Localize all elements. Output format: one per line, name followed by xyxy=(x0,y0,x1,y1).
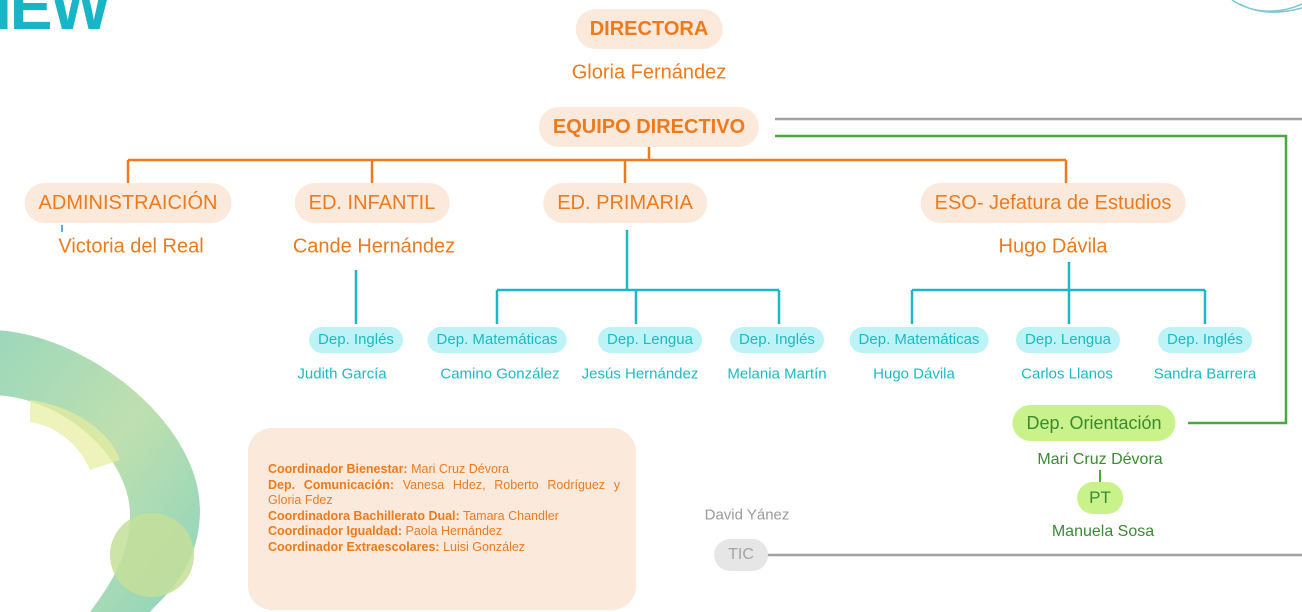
pt-pill: PT xyxy=(1077,482,1123,514)
tic-pill: TIC xyxy=(714,539,768,571)
decorative-book-outline xyxy=(1231,0,1302,13)
eso-dep-lengua-name: Carlos Llanos xyxy=(1021,365,1113,383)
area-infantil-pill: ED. INFANTIL xyxy=(294,183,450,223)
eso-dep-ingles-name: Sandra Barrera xyxy=(1153,365,1257,383)
eso-dep-matematicas-pill: Dep. Matemáticas xyxy=(849,327,989,353)
coordinator-line: Coordinador Bienestar: Mari Cruz Dévora xyxy=(268,462,620,478)
coordinator-names: Mari Cruz Dévora xyxy=(407,462,510,476)
coordinator-names: Tamara Chandler xyxy=(459,508,559,523)
coordinator-role: Coordinador Bienestar: xyxy=(268,462,408,476)
primaria-dep-ingles-name: Melania Martín xyxy=(727,365,827,383)
eso-dep-matematicas-name: Hugo Dávila xyxy=(873,365,955,383)
coordinator-role: Coordinador Extraescolares: xyxy=(268,539,440,554)
coordinator-line: Coordinadora Bachillerato Dual: Tamara C… xyxy=(268,509,620,525)
equipo-directivo-pill: EQUIPO DIRECTIVO xyxy=(538,107,760,147)
tic-name: David Yánez xyxy=(704,506,790,524)
director-role-pill: DIRECTORA xyxy=(575,9,723,49)
primaria-dep-ingles-pill: Dep. Inglés xyxy=(730,327,824,353)
director-name: Gloria Fernández xyxy=(571,61,727,84)
coordinator-names: Paola Hernández xyxy=(402,524,503,538)
area-administracion-pill: ADMINISTRAICIÓN xyxy=(24,183,232,223)
eso-dep-ingles-pill: Dep. Inglés xyxy=(1158,327,1252,353)
area-eso-pill: ESO- Jefatura de Estudios xyxy=(920,183,1186,223)
infantil-dep-ingles-pill: Dep. Inglés xyxy=(309,327,403,353)
coordinator-line: Coordinador Igualdad: Paola Hernández xyxy=(268,524,620,540)
coordinator-role: Coordinadora Bachillerato Dual: xyxy=(268,508,460,523)
school-logo: IEW xyxy=(0,0,111,43)
primaria-dep-lengua-pill: Dep. Lengua xyxy=(598,327,702,353)
infantil-dep-ingles-name: Judith García xyxy=(297,365,387,383)
area-primaria-pill: ED. PRIMARIA xyxy=(543,183,707,223)
coordinator-names: Luisi González xyxy=(439,539,526,554)
decorative-circle xyxy=(110,513,194,597)
connector-equipo-orientacion xyxy=(775,134,1288,425)
primaria-dep-matematicas-pill: Dep. Matemáticas xyxy=(427,327,567,353)
area-administracion-name: Victoria del Real xyxy=(58,235,204,258)
primaria-dep-lengua-name: Jesús Hernández xyxy=(581,365,699,383)
coordinator-line: Coordinador Extraescolares: Luisi Gonzál… xyxy=(268,540,620,556)
orientacion-name: Mari Cruz Dévora xyxy=(1037,451,1163,468)
coordinator-line: Dep. Comunicación: Vanesa Hdez, Roberto … xyxy=(268,478,620,509)
area-eso-name: Hugo Dávila xyxy=(998,235,1108,258)
eso-dep-lengua-pill: Dep. Lengua xyxy=(1016,327,1120,353)
decorative-arc-inner xyxy=(30,400,120,470)
primaria-dep-matematicas-name: Camino González xyxy=(440,365,560,383)
area-infantil-name: Cande Hernández xyxy=(292,235,456,258)
coordinator-names: Vanesa Hdez, Roberto Rodríguez y Gloria … xyxy=(268,477,620,508)
coordinator-role: Coordinador Igualdad: xyxy=(268,524,403,538)
orientacion-pill: Dep. Orientación xyxy=(1012,405,1176,441)
coordinators-box: Coordinador Bienestar: Mari Cruz Dévora … xyxy=(248,428,636,610)
pt-name: Manuela Sosa xyxy=(1051,523,1155,540)
coordinator-role: Dep. Comunicación: xyxy=(268,477,395,492)
